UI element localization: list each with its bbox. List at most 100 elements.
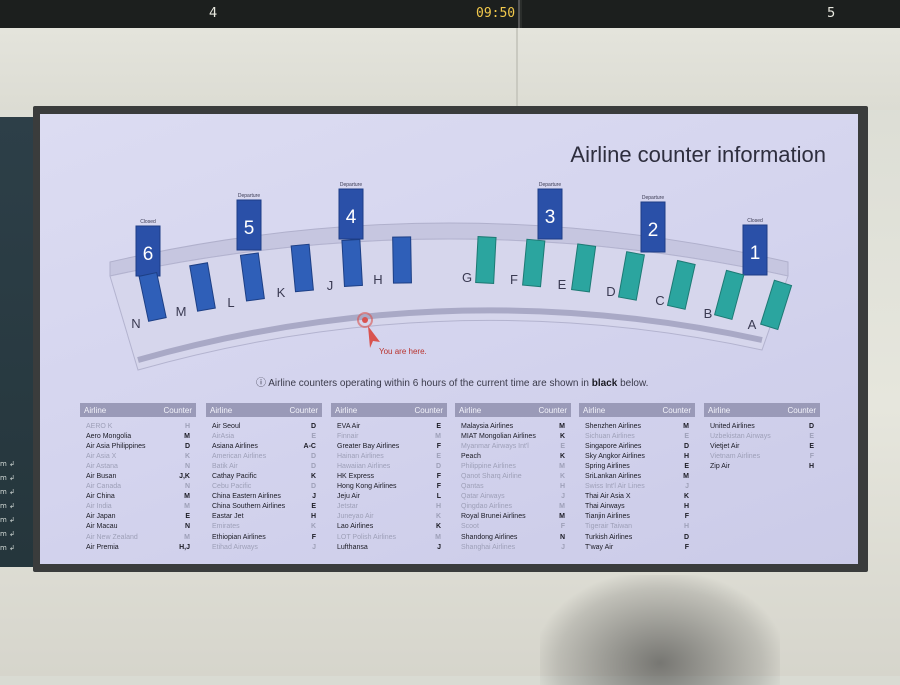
check-in-counter bbox=[666, 259, 696, 310]
counter-letter: B bbox=[704, 306, 713, 321]
gate-number: 4 bbox=[346, 207, 357, 228]
airline-name: Hainan Airlines bbox=[337, 452, 384, 460]
counter-code: H bbox=[683, 452, 689, 460]
airline-name: Tigerair Taiwan bbox=[585, 523, 633, 531]
counter-code: H bbox=[184, 422, 190, 430]
counter-letter: G bbox=[462, 270, 472, 285]
counter-code: M bbox=[184, 533, 190, 541]
airline-name: Thai Air Asia X bbox=[585, 493, 631, 501]
ceiling-display-left bbox=[0, 0, 520, 28]
ceiling-display: 4 09:50 5 bbox=[0, 0, 900, 28]
airline-name: MIAT Mongolian Airlines bbox=[461, 432, 536, 440]
airline-name: Air China bbox=[86, 493, 115, 501]
gate-status-label: Departure bbox=[539, 182, 561, 188]
counter-code: K bbox=[184, 452, 190, 460]
gate-sign bbox=[135, 225, 161, 277]
gate-sign bbox=[236, 199, 262, 251]
gate-status-label: Departure bbox=[642, 195, 664, 201]
check-in-counter bbox=[570, 243, 597, 293]
check-in-counter bbox=[239, 252, 265, 302]
counter-code: D bbox=[683, 442, 689, 450]
gate-sign bbox=[537, 188, 563, 240]
terminal-map-layer: Closed6Departure5Departure4Departure3Dep… bbox=[109, 182, 793, 371]
airline-name: LOT Polish Airlines bbox=[337, 533, 397, 541]
airline-name: T'way Air bbox=[585, 543, 614, 551]
gate-status-label: Closed bbox=[747, 218, 763, 224]
gate-sign bbox=[640, 201, 666, 253]
airline-name: Scoot bbox=[461, 523, 479, 531]
airline-name: Emirates bbox=[212, 523, 240, 531]
gate-status-label: Departure bbox=[238, 193, 260, 199]
counter-code: H bbox=[310, 513, 316, 521]
info-note: ⓘ Airline counters operating within 6 ho… bbox=[256, 374, 648, 389]
counter-code: M bbox=[184, 503, 190, 511]
counter-code: K bbox=[559, 432, 565, 440]
counter-code: D bbox=[310, 462, 316, 470]
airline-name: United Airlines bbox=[710, 422, 755, 430]
check-in-counter bbox=[617, 251, 645, 301]
counter-code: K bbox=[310, 473, 316, 481]
check-in-counter bbox=[475, 236, 497, 284]
counter-code: J bbox=[685, 483, 689, 491]
airline-name: Qanot Sharq Airline bbox=[461, 473, 522, 481]
airline-name: Air Astana bbox=[86, 462, 118, 470]
airline-name: Lufthansa bbox=[337, 543, 368, 551]
check-in-counter bbox=[760, 279, 793, 331]
counter-code: F bbox=[436, 442, 441, 450]
counter-code: H bbox=[683, 523, 689, 531]
counter-code: K bbox=[683, 493, 689, 501]
check-in-counter bbox=[522, 238, 546, 288]
check-in-counter bbox=[392, 236, 412, 284]
check-in-counter bbox=[138, 271, 167, 322]
airline-name: Air Japan bbox=[86, 513, 116, 521]
gate-number: 6 bbox=[143, 244, 154, 265]
counter-code: F bbox=[684, 513, 689, 521]
counter-code: E bbox=[684, 432, 689, 440]
counter-code: F bbox=[311, 533, 316, 541]
table-row: Emirates K bbox=[206, 522, 322, 532]
check-in-counter bbox=[189, 262, 216, 312]
counter-code: A-C bbox=[303, 442, 316, 450]
airline-name: Etihad Airways bbox=[212, 543, 258, 551]
airline-name: Spring Airlines bbox=[585, 462, 630, 470]
airline-name: Qatar Airways bbox=[461, 493, 505, 501]
header-counter: Counter bbox=[289, 405, 318, 415]
gate-number: 1 bbox=[750, 243, 761, 264]
header-counter: Counter bbox=[787, 405, 816, 415]
counter-code: K bbox=[310, 523, 316, 531]
counter-code: M bbox=[184, 432, 190, 440]
info-note-prefix: ⓘ Airline counters operating within 6 ho… bbox=[256, 378, 592, 389]
counter-code: N bbox=[184, 462, 190, 470]
location-dot bbox=[362, 317, 368, 323]
gate-number: 3 bbox=[545, 207, 556, 228]
